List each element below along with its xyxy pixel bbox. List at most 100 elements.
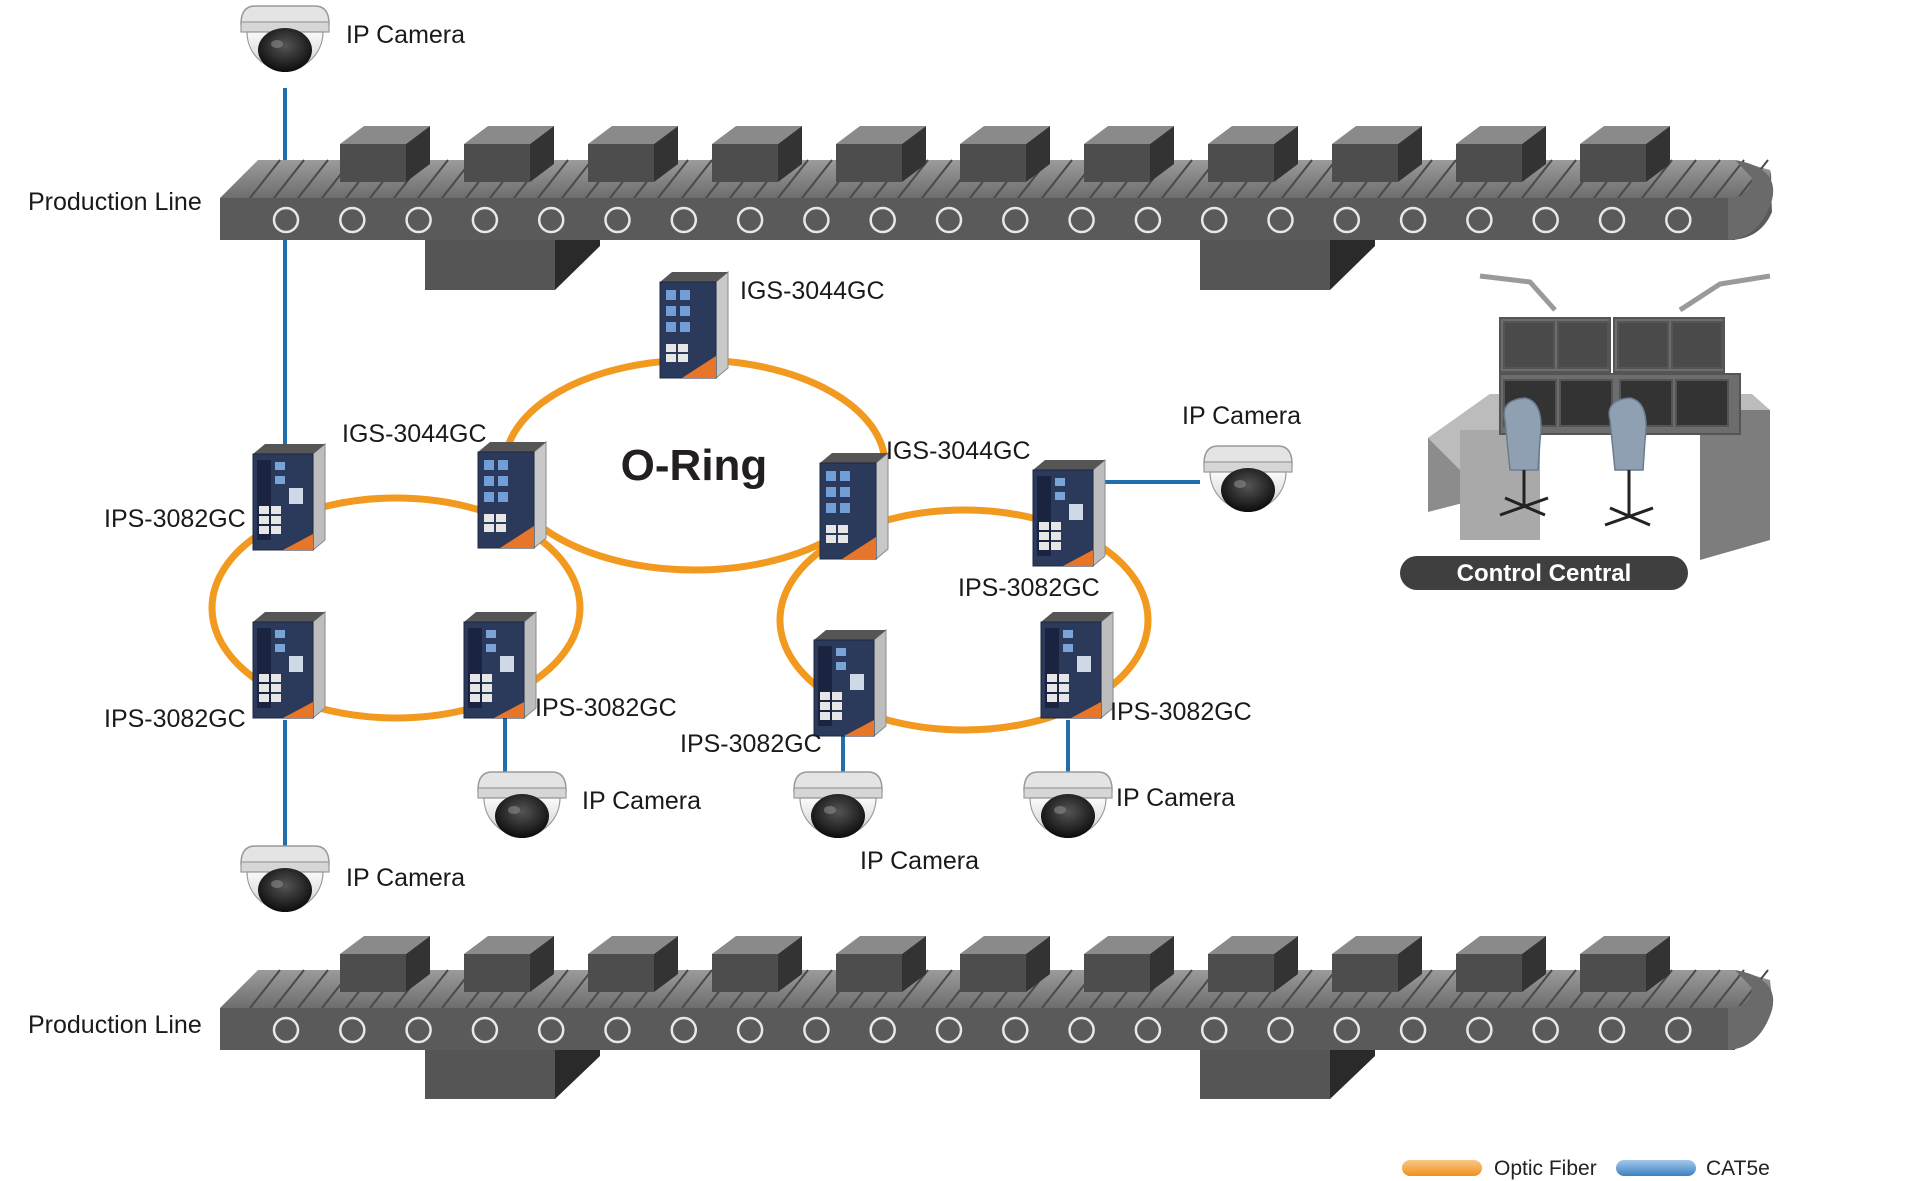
roller xyxy=(736,206,764,234)
legend-label: Optic Fiber xyxy=(1494,1157,1597,1180)
roller xyxy=(1134,206,1162,234)
support-stand xyxy=(425,236,555,290)
box-icon xyxy=(1084,936,1174,992)
roller xyxy=(604,1016,631,1044)
belt-slat xyxy=(801,159,833,199)
belt-slat xyxy=(273,969,305,1009)
belt-slat xyxy=(537,969,569,1009)
belt-slat xyxy=(897,159,929,199)
box-icon xyxy=(1580,126,1670,182)
control-central-badge xyxy=(1400,556,1688,590)
box-icon xyxy=(960,126,1050,182)
box-icon xyxy=(340,126,430,182)
switch-label: IPS-3082GC xyxy=(104,505,246,533)
belt-slat xyxy=(777,159,809,199)
box-icon xyxy=(1456,126,1546,182)
belt-slat xyxy=(1665,159,1697,199)
roller xyxy=(1134,1016,1162,1044)
roller xyxy=(1598,206,1626,234)
dome-camera-icon xyxy=(793,771,883,839)
switch-ips-r-tr xyxy=(1032,459,1106,567)
belt-slat xyxy=(777,969,809,1009)
switch-label: IPS-3082GC xyxy=(1110,698,1252,726)
belt-slat xyxy=(921,159,953,199)
belt-slat xyxy=(1425,969,1457,1009)
camera-label: IP Camera xyxy=(582,787,701,815)
box-icon xyxy=(836,936,926,992)
roller xyxy=(869,206,896,234)
switch-ips-r-bl xyxy=(813,629,887,737)
belt-slat xyxy=(1713,969,1745,1009)
belt-slat xyxy=(561,159,593,199)
box-icon xyxy=(960,936,1050,992)
switch-igs-ring-left xyxy=(477,441,547,549)
belt-slat xyxy=(657,159,689,199)
roller xyxy=(935,206,963,234)
roller xyxy=(405,206,432,234)
box-icon xyxy=(1332,126,1422,182)
roller xyxy=(670,206,698,234)
boxes xyxy=(340,126,1670,182)
fiber-rings xyxy=(208,356,1152,734)
box-icon xyxy=(1084,126,1174,182)
belt-slat xyxy=(1161,159,1193,199)
belt-slat xyxy=(1545,159,1577,199)
belt-slat xyxy=(801,969,833,1009)
roller xyxy=(471,1016,499,1044)
switch-label: IPS-3082GC xyxy=(104,705,246,733)
box-icon xyxy=(1208,936,1298,992)
dome-camera-icon xyxy=(477,771,567,839)
belt-slat xyxy=(1425,159,1457,199)
roller xyxy=(604,206,631,234)
roller xyxy=(670,1016,698,1044)
roller xyxy=(803,206,830,234)
roller xyxy=(1466,1016,1493,1044)
roller xyxy=(1002,1016,1029,1044)
camera-label: IP Camera xyxy=(1116,784,1235,812)
roller xyxy=(1267,1016,1294,1044)
roller xyxy=(1068,1016,1095,1044)
belt-slat xyxy=(561,969,593,1009)
belt-slat xyxy=(249,159,281,199)
belt-slat xyxy=(681,969,713,1009)
roller xyxy=(869,1016,896,1044)
rollers xyxy=(272,206,1692,234)
production-line-top xyxy=(220,126,1774,290)
belt-slat xyxy=(921,969,953,1009)
camera-label: IP Camera xyxy=(860,847,979,875)
belt-slat xyxy=(1713,159,1745,199)
legend-label: CAT5e xyxy=(1706,1157,1770,1180)
support-stand xyxy=(1200,236,1330,290)
right-ring xyxy=(776,506,1152,734)
belt-slat xyxy=(1305,159,1337,199)
switch-label: IGS-3044GC xyxy=(342,420,487,448)
belt-slat xyxy=(1281,969,1313,1009)
roller xyxy=(471,206,499,234)
belt-slat xyxy=(1641,969,1673,1009)
cat5e-links xyxy=(283,88,1200,848)
roller xyxy=(1333,206,1361,234)
box-icon xyxy=(836,126,926,182)
roller xyxy=(1532,206,1559,234)
dome-camera-icon xyxy=(1203,445,1293,513)
roller xyxy=(405,1016,432,1044)
legend-swatch-fiber xyxy=(1402,1160,1482,1176)
roller xyxy=(935,1016,963,1044)
box-icon xyxy=(712,126,802,182)
roller xyxy=(1399,1016,1427,1044)
switch-ips-l-bl xyxy=(252,611,326,719)
camera-label: IP Camera xyxy=(346,864,465,892)
box-icon xyxy=(1208,126,1298,182)
roller xyxy=(537,1016,565,1044)
switch-label: IPS-3082GC xyxy=(958,574,1100,602)
rollers xyxy=(272,1016,1692,1044)
production-line-label: Production Line xyxy=(28,1011,202,1039)
belt-slat xyxy=(897,969,929,1009)
roller xyxy=(736,1016,764,1044)
roller xyxy=(1665,206,1692,234)
belt-slat xyxy=(1521,159,1553,199)
switch-ips-r-br xyxy=(1040,611,1114,719)
roller xyxy=(1399,206,1427,234)
camera-label: IP Camera xyxy=(1182,402,1301,430)
